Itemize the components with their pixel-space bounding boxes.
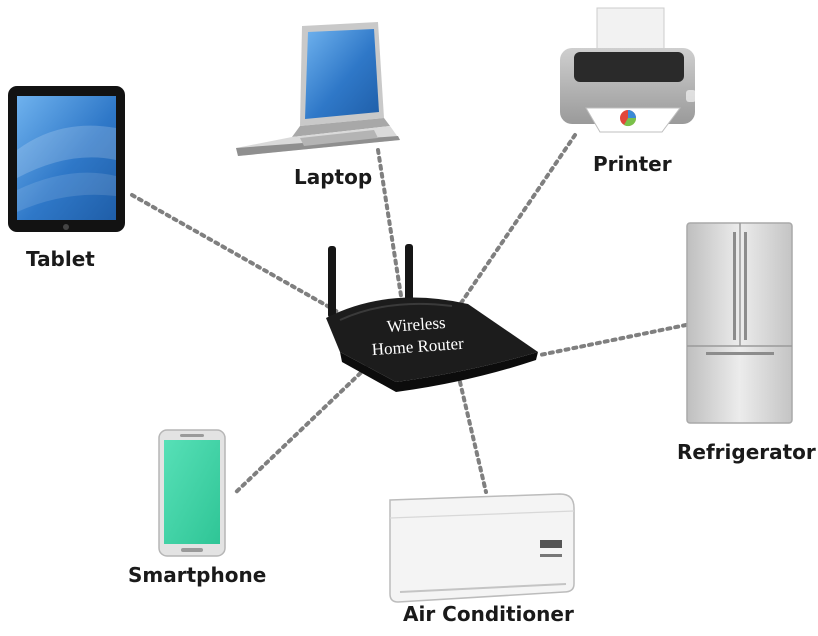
tablet-icon [8, 86, 125, 232]
link-printer [453, 133, 577, 314]
link-tablet [130, 193, 340, 314]
air-conditioner-icon [389, 493, 575, 603]
label-smartphone: Smartphone [128, 563, 267, 587]
label-laptop: Laptop [294, 165, 373, 189]
printer-icon [560, 7, 696, 133]
link-smartphone [232, 360, 374, 496]
refrigerator-icon [686, 222, 793, 424]
link-refrigerator [538, 323, 688, 357]
label-tablet: Tablet [26, 247, 95, 271]
laptop-icon [236, 22, 400, 156]
label-air-conditioner: Air Conditioner [403, 602, 574, 626]
link-laptop [376, 148, 404, 304]
links [130, 133, 688, 496]
smartphone-icon [158, 429, 226, 557]
router-label: Wireless Home Router [351, 310, 484, 363]
router-icon [326, 244, 538, 392]
link-air-conditioner [458, 380, 488, 494]
label-refrigerator: Refrigerator [677, 440, 816, 464]
label-printer: Printer [593, 152, 672, 176]
